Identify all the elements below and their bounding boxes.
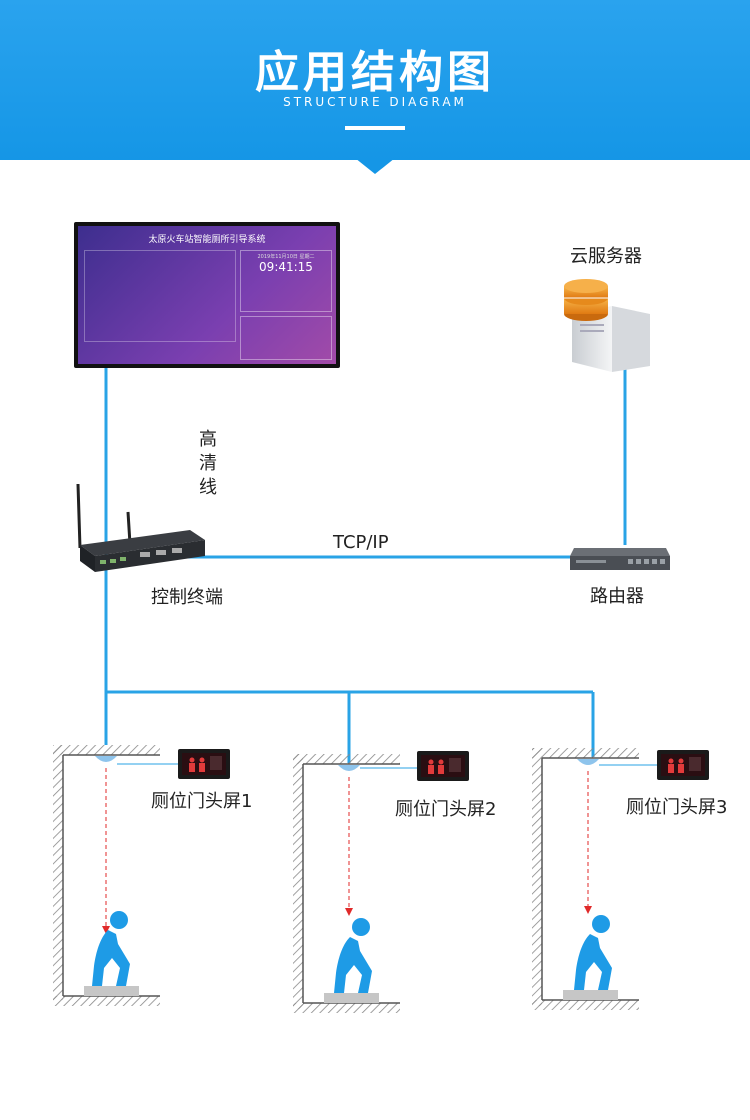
- stall-2-label: 厕位门头屏2: [395, 799, 497, 820]
- screen-status-bar: [84, 344, 234, 360]
- page-title: 应用结构图: [255, 47, 495, 98]
- header-notch: [355, 158, 395, 174]
- stall-3: [532, 748, 709, 1010]
- occupancy-sensor-icon: [95, 756, 117, 762]
- hdmi-label-char: 高: [199, 429, 217, 450]
- router-label: 路由器: [590, 586, 644, 607]
- guide-display-screen: 太原火车站智能厕所引导系统 2019年11月10日 星期二 09:41:15: [78, 226, 336, 364]
- door-screen-icon: [178, 749, 230, 779]
- stall-3-label: 厕位门头屏3: [626, 797, 728, 818]
- squatting-person-icon: [92, 911, 130, 986]
- cloud-server-icon: [564, 279, 650, 372]
- screen-time: 09:41:15: [259, 260, 313, 274]
- squatting-person-icon: [574, 915, 612, 990]
- screen-date: 2019年11月10日 星期二: [257, 254, 315, 260]
- title-underline: [345, 126, 405, 130]
- stall-1-label: 厕位门头屏1: [151, 791, 253, 812]
- stall-1: [53, 745, 230, 1006]
- router-icon: [570, 548, 670, 570]
- tcpip-label: TCP/IP: [333, 532, 389, 553]
- hdmi-label: 高 清 线: [198, 428, 218, 500]
- occupancy-sensor-icon: [338, 765, 360, 771]
- hdmi-label-char: 线: [199, 477, 217, 498]
- cloud-server-label: 云服务器: [570, 246, 642, 267]
- door-screen-icon: [657, 750, 709, 780]
- floor-map: [84, 250, 236, 342]
- header-banner: [0, 0, 750, 160]
- occupancy-sensor-icon: [577, 759, 599, 765]
- screen-title: 太原火车站智能厕所引导系统: [148, 235, 266, 245]
- control-terminal-icon: [76, 483, 205, 572]
- control-terminal-label: 控制终端: [151, 587, 223, 608]
- clock-panel: 2019年11月10日 星期二 09:41:15: [240, 250, 332, 312]
- door-screen-icon: [417, 751, 469, 781]
- stall-2: [293, 751, 469, 1013]
- page-subtitle: STRUCTURE DIAGRAM: [283, 95, 467, 109]
- connection-lines: [104, 368, 627, 763]
- guide-display-monitor: 太原火车站智能厕所引导系统 2019年11月10日 星期二 09:41:15: [74, 222, 340, 368]
- rating-panel: [240, 316, 332, 360]
- squatting-person-icon: [334, 918, 372, 993]
- hdmi-label-char: 清: [199, 453, 217, 474]
